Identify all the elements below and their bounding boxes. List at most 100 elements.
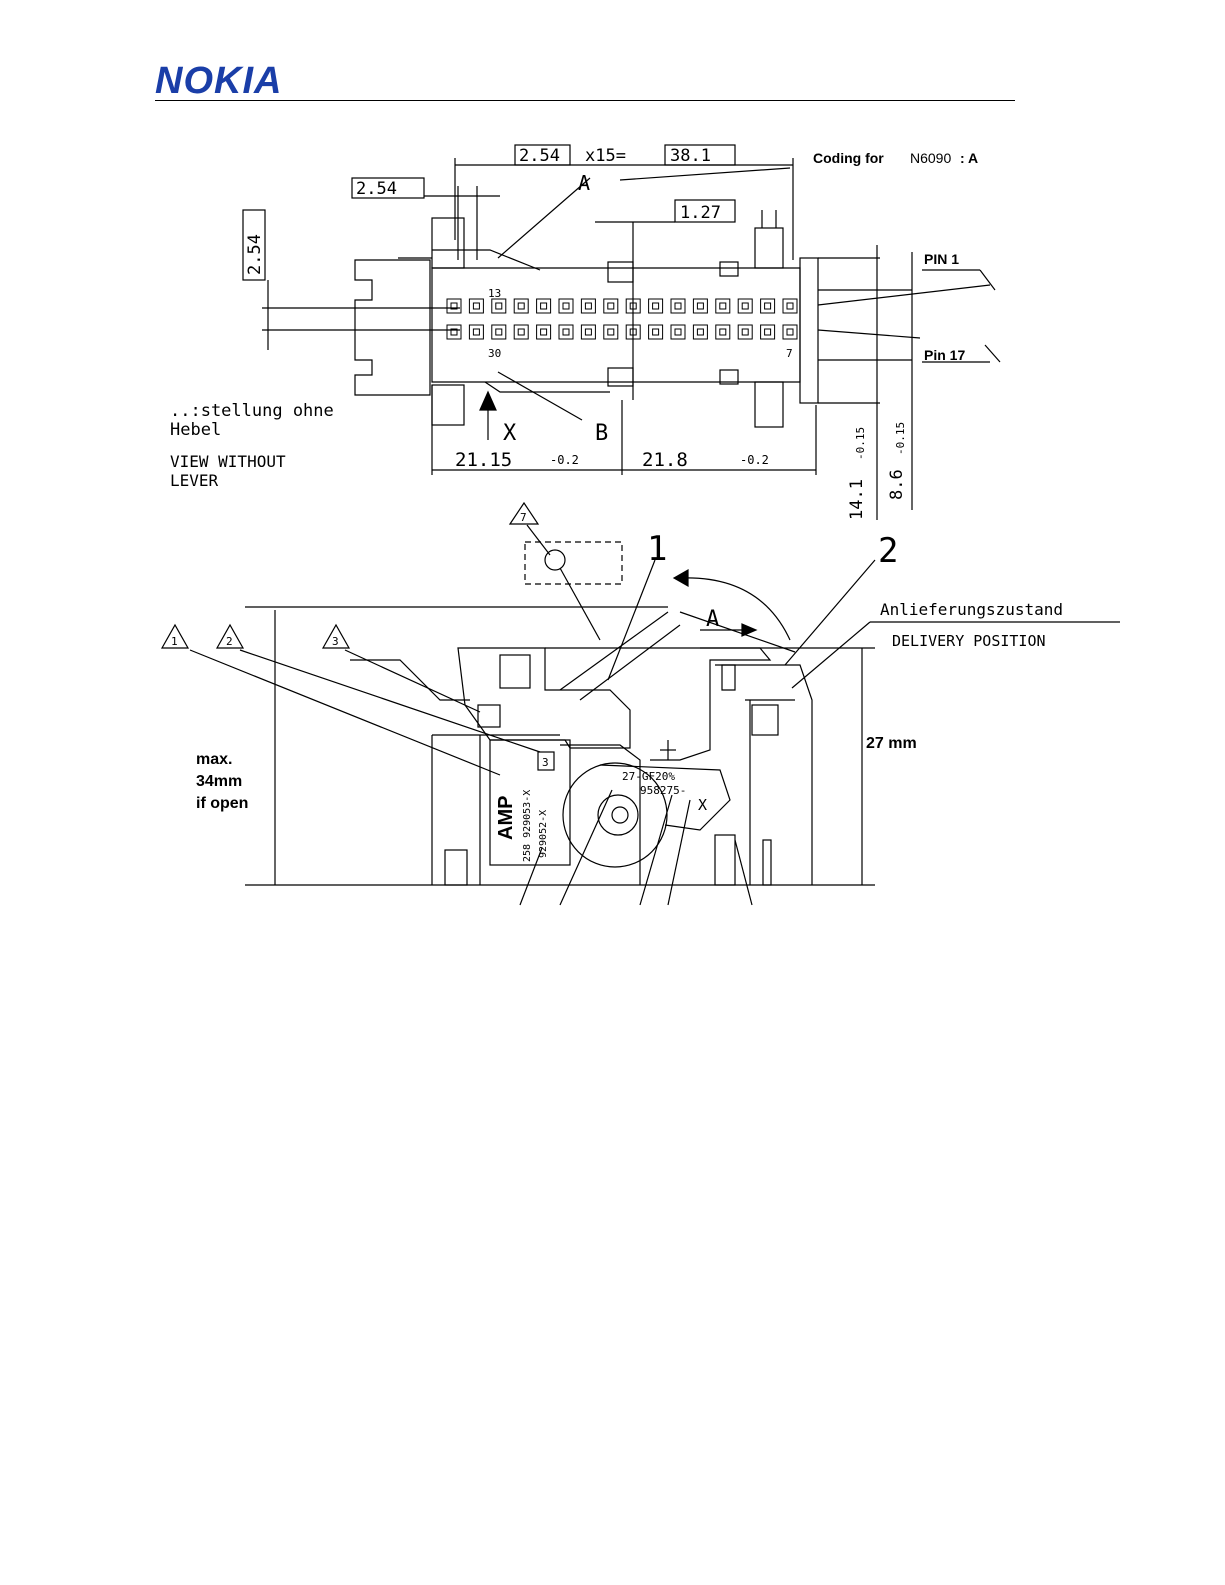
contact-cavity <box>716 325 730 339</box>
contact-cavity <box>716 299 730 313</box>
part-number-2: 929052-X <box>538 810 549 858</box>
dim-pitch: 2.54 <box>519 146 560 166</box>
dim-half-pitch: 1.27 <box>680 203 721 223</box>
contact-pin <box>541 329 547 335</box>
contact-pin <box>473 329 479 335</box>
view-label-de-1: ..:stellung ohne <box>170 401 334 421</box>
contact-cavity <box>649 299 663 313</box>
callout-x: X <box>503 421 517 446</box>
contact-pin <box>742 303 748 309</box>
contact-cavity <box>469 299 483 313</box>
dim-vertical-pitch: 2.54 <box>245 234 265 275</box>
max-label-3: if open <box>196 795 248 812</box>
contact-cavity <box>693 325 707 339</box>
contact-pin <box>585 303 591 309</box>
side-view-drawing <box>162 503 1120 905</box>
dim-height2: 8.6 <box>887 469 907 500</box>
part-number-1: 258 929053-X <box>522 790 533 862</box>
contact-cavity <box>469 325 483 339</box>
cavity-30-label: 30 <box>488 347 501 360</box>
part-number-3: 27-GF20% <box>622 770 675 783</box>
contact-pin <box>787 329 793 335</box>
callout-a: A <box>578 171 590 195</box>
delivery-de: Anlieferungszustand <box>880 600 1063 619</box>
contact-cavity <box>671 299 685 313</box>
dim-height-tol: -0.15 <box>854 427 867 460</box>
contact-pin <box>675 329 681 335</box>
contact-cavity <box>604 325 618 339</box>
contact-cavity <box>671 325 685 339</box>
contact-pin <box>765 303 771 309</box>
amp-logo: AMP <box>495 796 517 840</box>
contact-cavity <box>761 299 775 313</box>
dim-small-pitch: 2.54 <box>356 179 397 199</box>
contact-cavity <box>649 325 663 339</box>
contact-cavity <box>514 325 528 339</box>
box-3-label: 3 <box>542 756 549 769</box>
view-label-en-2: LEVER <box>170 471 219 490</box>
contact-cavity <box>492 299 506 313</box>
contact-cavity <box>783 299 797 313</box>
view-label-en-1: VIEW WITHOUT <box>170 452 286 471</box>
triangle-1-label: 1 <box>171 635 178 648</box>
contact-cavity <box>537 325 551 339</box>
contact-pin <box>653 303 659 309</box>
cavity-13-label: 13 <box>488 287 501 300</box>
contact-pin <box>742 329 748 335</box>
part-label-1: 1 <box>647 529 667 569</box>
contact-pin <box>675 303 681 309</box>
delivery-en: DELIVERY POSITION <box>892 632 1046 650</box>
contact-pin <box>473 303 479 309</box>
triangle-2-label: 2 <box>226 635 233 648</box>
contact-pin <box>720 303 726 309</box>
arrow-a-label: A <box>706 607 719 632</box>
cavity-7-label: 7 <box>786 347 793 360</box>
dim-total: 38.1 <box>670 146 711 166</box>
triangle-7-label: 7 <box>520 511 527 524</box>
contact-pin <box>765 329 771 335</box>
contact-cavity <box>447 325 461 339</box>
contact-cavity <box>761 325 775 339</box>
max-label-2: 34mm <box>196 773 242 790</box>
contact-cavity <box>514 299 528 313</box>
dim-height2-tol: -0.15 <box>894 422 907 455</box>
contact-cavity <box>738 325 752 339</box>
coding-model: N6090 <box>910 150 951 166</box>
dim-left: 21.15 <box>455 449 512 471</box>
contact-cavity <box>447 299 461 313</box>
coding-value: : A <box>960 150 978 166</box>
contact-cavity <box>537 299 551 313</box>
contact-cavity <box>693 299 707 313</box>
mark-x: X <box>698 796 707 814</box>
contact-cavity <box>783 325 797 339</box>
pin1-label: PIN 1 <box>924 251 959 267</box>
contact-cavity <box>581 325 595 339</box>
contact-cavity <box>559 325 573 339</box>
callout-b: B <box>595 421 608 446</box>
contact-pin <box>563 329 569 335</box>
contact-cavity <box>492 325 506 339</box>
contact-pin <box>518 303 524 309</box>
part-number-4: 958275- <box>640 784 686 797</box>
dim-left-tol: -0.2 <box>550 453 579 467</box>
view-label-de-2: Hebel <box>170 420 221 440</box>
contact-cavity <box>604 299 618 313</box>
top-view-drawing <box>243 145 1000 520</box>
pin17-label: Pin 17 <box>924 347 965 363</box>
coding-label: Coding for <box>813 150 884 166</box>
dim-height: 14.1 <box>847 479 867 520</box>
contact-cavity <box>559 299 573 313</box>
contact-cavity <box>581 299 595 313</box>
dim-right: 21.8 <box>642 449 688 471</box>
contact-pin <box>720 329 726 335</box>
contact-pin <box>563 303 569 309</box>
contact-pin <box>608 329 614 335</box>
height-27-label: 27 mm <box>866 735 917 752</box>
contact-pin <box>787 303 793 309</box>
contact-pin <box>541 303 547 309</box>
contact-pin <box>585 329 591 335</box>
contact-cavity <box>738 299 752 313</box>
side-view-labels: 1 2 1 2 3 7 A Anlieferungszustand DELIVE… <box>171 511 1063 862</box>
